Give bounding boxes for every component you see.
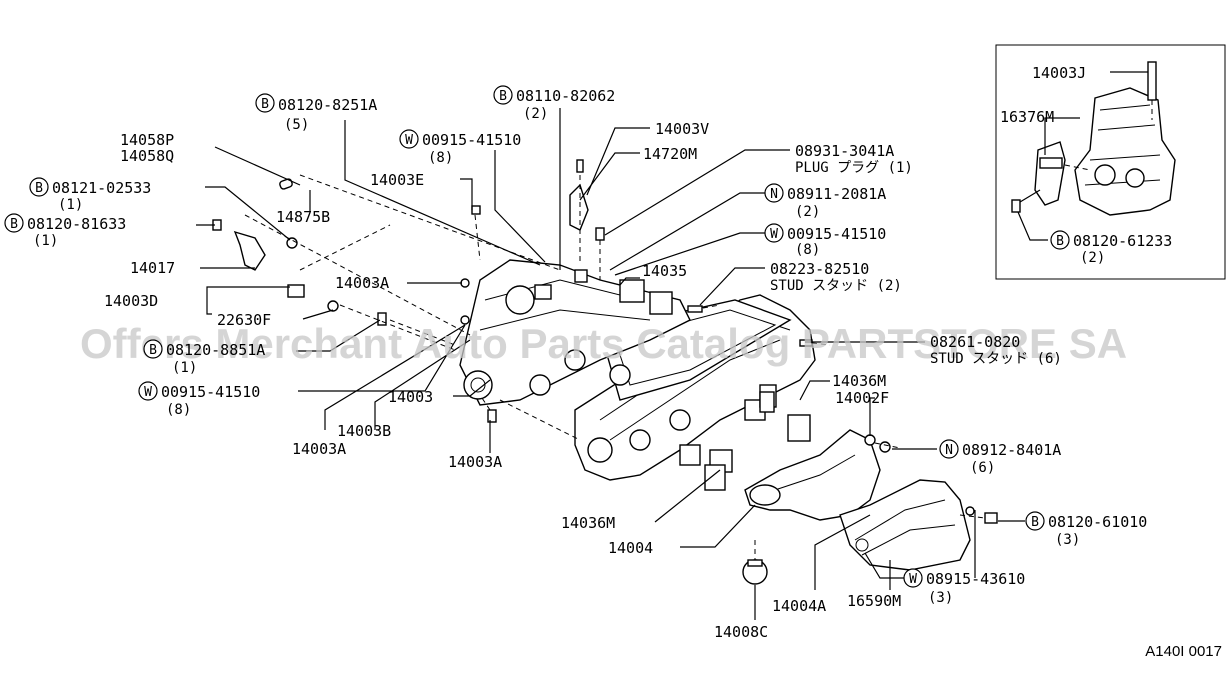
svg-text:N: N: [770, 187, 778, 202]
svg-text:00915-41510: 00915-41510: [422, 131, 521, 149]
label-14003A-top: 14003A: [335, 274, 389, 292]
watermark: Offers Merchant Auto Parts Catalog PARTS…: [80, 320, 1127, 367]
svg-text:B: B: [149, 343, 157, 358]
label-08911-2081A: N 08911-2081A (2): [764, 183, 886, 220]
svg-text:08931-3041A: 08931-3041A: [795, 142, 894, 160]
svg-text:08912-8401A: 08912-8401A: [962, 441, 1061, 459]
label-08915-43610: W 08915-43610 (3): [903, 568, 1025, 606]
label-14017: 14017: [130, 259, 175, 277]
svg-text:(8): (8): [795, 242, 820, 258]
label-00915-41510-a: W 00915-41510 (8): [399, 129, 521, 166]
label-08223-82510: 08223-82510 STUD スタッド (2): [770, 260, 902, 294]
label-00915-41510-b: W 00915-41510 (8): [764, 223, 886, 258]
label-14004: 14004: [608, 539, 653, 557]
svg-text:(2): (2): [1080, 250, 1105, 266]
svg-text:(6): (6): [970, 460, 995, 476]
svg-text:(3): (3): [1055, 532, 1080, 548]
svg-text:08120-8851A: 08120-8851A: [166, 341, 265, 359]
label-14058P: 14058P: [120, 131, 174, 149]
inset-frame: [995, 44, 1226, 280]
label-08120-61010: B 08120-61010 (3): [1025, 511, 1147, 548]
svg-text:(2): (2): [523, 106, 548, 122]
label-14003D: 14003D: [104, 292, 158, 310]
svg-text:08223-82510: 08223-82510: [770, 260, 869, 278]
svg-text:(8): (8): [166, 402, 191, 418]
label-22630F: 22630F: [217, 311, 271, 329]
svg-text:W: W: [144, 385, 152, 400]
svg-text:N: N: [945, 443, 953, 458]
svg-text:08120-61233: 08120-61233: [1073, 232, 1172, 250]
exhaust-manifold-drawing: [704, 391, 971, 571]
svg-text:B: B: [1056, 234, 1064, 249]
svg-text:08110-82062: 08110-82062: [516, 87, 615, 105]
svg-text:B: B: [1031, 515, 1039, 530]
svg-text:08121-02533: 08121-02533: [52, 179, 151, 197]
svg-text:08911-2081A: 08911-2081A: [787, 185, 886, 203]
svg-text:(3): (3): [928, 590, 953, 606]
label-08121-02533: B 08121-02533 (1): [29, 177, 151, 213]
label-08912-8401A: N 08912-8401A (6): [939, 439, 1061, 476]
label-14036M-bottom: 14036M: [561, 514, 615, 532]
label-14058Q: 14058Q: [120, 147, 174, 165]
label-14720M: 14720M: [643, 145, 697, 163]
label-08261-0820: 08261-0820 STUD スタッド (6): [930, 333, 1062, 367]
label-14003J: 14003J: [1032, 64, 1086, 82]
intake-manifold-drawing: [459, 259, 691, 406]
svg-text:W: W: [909, 572, 917, 587]
svg-text:(5): (5): [284, 117, 309, 133]
label-08120-8251A: B 08120-8251A (5): [255, 93, 377, 133]
label-14003A-left: 14003A: [292, 440, 346, 458]
svg-text:W: W: [770, 227, 778, 242]
svg-text:PLUG プラグ (1): PLUG プラグ (1): [795, 160, 913, 176]
label-16590M: 16590M: [847, 592, 901, 610]
svg-text:00915-41510: 00915-41510: [787, 225, 886, 243]
svg-text:08915-43610: 08915-43610: [926, 570, 1025, 588]
svg-text:08120-61010: 08120-61010: [1048, 513, 1147, 531]
label-14036M-top: 14036M: [832, 372, 886, 390]
svg-text:B: B: [261, 97, 269, 112]
label-14003: 14003: [388, 388, 433, 406]
svg-text:B: B: [499, 89, 507, 104]
svg-text:B: B: [35, 181, 43, 196]
svg-text:W: W: [405, 133, 413, 148]
fastener-drawings: [212, 159, 998, 585]
leader-lines: [196, 71, 1148, 620]
label-00915-41510-c: W 00915-41510 (8): [138, 381, 260, 418]
label-14003V: 14003V: [655, 120, 709, 138]
svg-text:08261-0820: 08261-0820: [930, 333, 1020, 351]
label-14035: 14035: [642, 262, 687, 280]
figure-code: A140I 0017: [1145, 643, 1222, 660]
label-14003A-bottom: 14003A: [448, 453, 502, 471]
label-14003E: 14003E: [370, 171, 424, 189]
svg-text:08120-81633: 08120-81633: [27, 215, 126, 233]
svg-text:(1): (1): [172, 360, 197, 376]
label-08120-61233: B 08120-61233 (2): [1050, 230, 1172, 266]
svg-text:08120-8251A: 08120-8251A: [278, 96, 377, 114]
svg-text:STUD スタッド (6): STUD スタッド (6): [930, 351, 1062, 367]
label-14875B: 14875B: [276, 208, 330, 226]
label-08931-3041A: 08931-3041A PLUG プラグ (1): [795, 142, 913, 176]
svg-text:B: B: [10, 217, 18, 232]
inset-manifold-drawing: [1011, 61, 1176, 216]
label-14002F: 14002F: [835, 389, 889, 407]
svg-text:00915-41510: 00915-41510: [161, 383, 260, 401]
svg-text:STUD スタッド (2): STUD スタッド (2): [770, 278, 902, 294]
label-08120-81633: B 08120-81633 (1): [4, 213, 126, 249]
label-08120-8851A: B 08120-8851A (1): [143, 339, 265, 376]
svg-text:(2): (2): [795, 204, 820, 220]
label-14003B: 14003B: [337, 422, 391, 440]
svg-text:(1): (1): [33, 233, 58, 249]
svg-text:(1): (1): [58, 197, 83, 213]
label-16376M: 16376M: [1000, 108, 1054, 126]
label-08110-82062: B 08110-82062 (2): [493, 85, 615, 122]
label-14004A: 14004A: [772, 597, 826, 615]
svg-text:(8): (8): [428, 150, 453, 166]
label-14008C: 14008C: [714, 623, 768, 641]
